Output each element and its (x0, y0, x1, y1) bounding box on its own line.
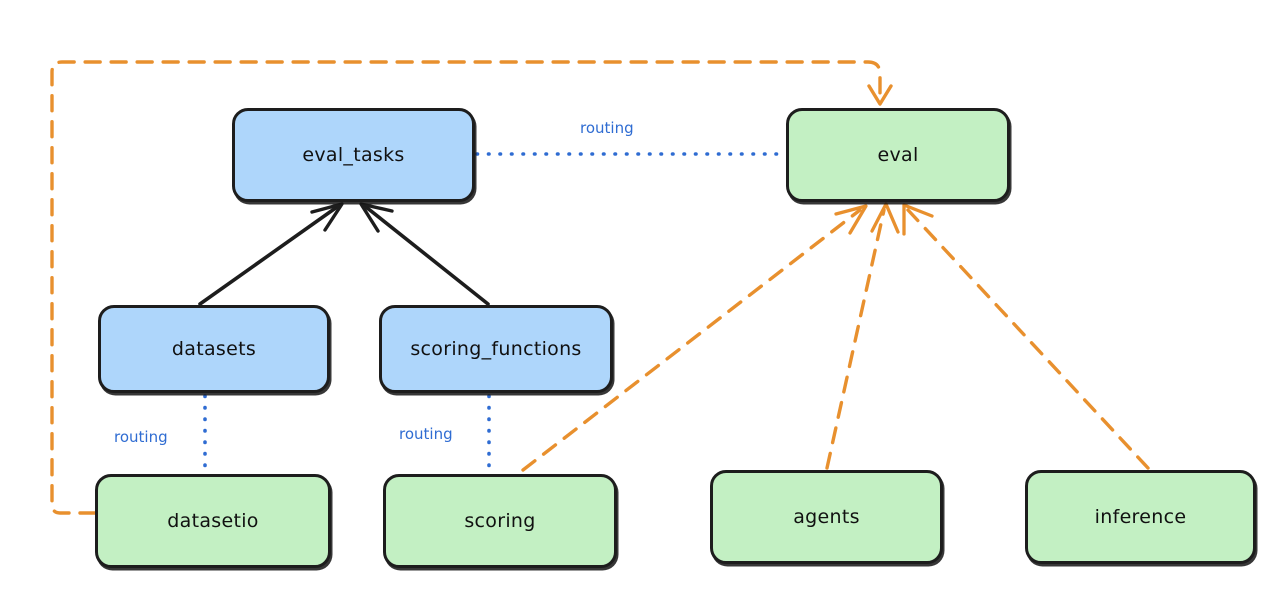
node-label-eval: eval (877, 144, 919, 166)
edge-scoring_functions-to-eval_tasks (359, 202, 490, 306)
edge-label-routing-datasets-datasetio: routing (114, 428, 168, 446)
node-inference[interactable]: inference (1025, 470, 1256, 564)
node-label-datasetio: datasetio (167, 510, 259, 532)
edge-label-routing-scoring-functions-scoring: routing (399, 425, 453, 443)
node-scoring-functions[interactable]: scoring_functions (379, 305, 613, 393)
node-agents[interactable]: agents (710, 470, 943, 564)
node-label-scoring-functions: scoring_functions (410, 338, 582, 360)
node-label-agents: agents (793, 506, 860, 528)
node-label-scoring: scoring (464, 510, 536, 532)
node-datasetio[interactable]: datasetio (95, 474, 331, 568)
edge-inference-to-eval (902, 203, 1150, 470)
node-eval-tasks[interactable]: eval_tasks (232, 108, 475, 202)
edge-label-routing-eval-tasks-eval: routing (580, 119, 634, 137)
edge-agents-to-eval (825, 202, 900, 470)
node-eval[interactable]: eval (786, 108, 1010, 202)
node-label-inference: inference (1094, 506, 1187, 528)
node-label-eval-tasks: eval_tasks (302, 144, 405, 166)
node-scoring[interactable]: scoring (383, 474, 617, 568)
edge-datasets-to-eval_tasks (198, 202, 344, 306)
node-label-datasets: datasets (171, 338, 257, 360)
node-datasets[interactable]: datasets (98, 305, 330, 393)
